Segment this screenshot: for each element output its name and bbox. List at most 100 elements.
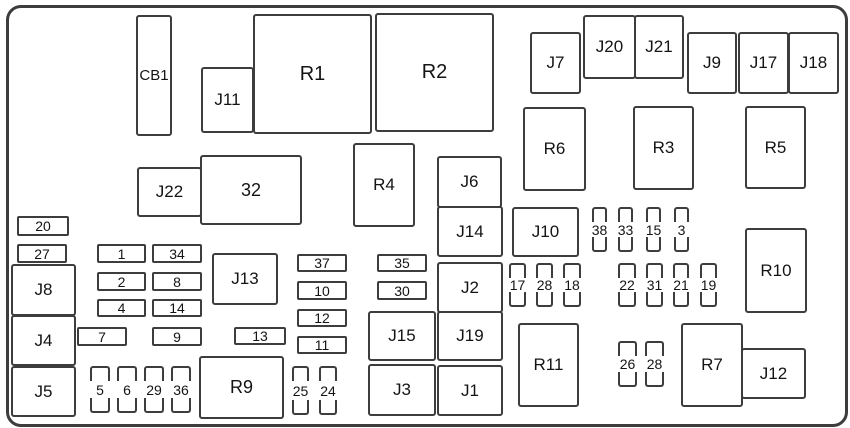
component-label: R9 (229, 377, 253, 397)
fuse-28: 28 (536, 263, 553, 307)
fuse-label: 18 (564, 277, 580, 293)
component-box-J22: J22 (137, 167, 202, 217)
component-label: R6 (543, 139, 566, 158)
component-box-J21: J21 (634, 15, 684, 79)
component-box-J18: J18 (788, 32, 839, 94)
fuse-label: 15 (645, 221, 662, 238)
fuse-label: 22 (619, 277, 635, 293)
fuse-label: 28 (646, 356, 663, 372)
fuse-label: 7 (98, 328, 106, 345)
component-box-CB1: CB1 (136, 15, 172, 136)
fuse-26: 26 (618, 341, 637, 387)
component-box-J17: J17 (738, 32, 789, 94)
fuse-13: 13 (234, 327, 286, 345)
fuse-5: 5 (90, 366, 110, 413)
fuse-14: 14 (152, 299, 202, 317)
fuse-18: 18 (563, 263, 581, 307)
component-label: J12 (759, 363, 788, 383)
component-label: J9 (703, 53, 721, 72)
component-box-R7: R7 (681, 323, 743, 407)
fuse-10: 10 (297, 281, 347, 300)
fuse-2: 2 (97, 272, 146, 291)
fuse-label: 24 (320, 382, 336, 399)
fuse-label: 28 (536, 277, 553, 293)
component-label: J13 (231, 269, 259, 288)
fuse-35: 35 (377, 254, 427, 272)
fuse-label: 8 (173, 273, 181, 290)
component-label: J19 (456, 326, 484, 345)
fuse-label: 13 (252, 328, 268, 344)
component-label: J14 (456, 221, 484, 241)
component-label: R11 (533, 355, 564, 374)
fuse-label: 37 (314, 255, 330, 271)
fuse-label: 30 (394, 282, 410, 299)
fuse-33: 33 (618, 207, 633, 252)
fuse-11: 11 (297, 336, 347, 354)
fuse-label: 36 (173, 381, 189, 398)
fuse-label: 11 (314, 337, 330, 353)
fuse-37: 37 (297, 254, 347, 272)
component-box-J15: J15 (368, 311, 436, 361)
fuse-30: 30 (377, 281, 427, 300)
component-label: 32 (240, 179, 262, 200)
component-box-J8: J8 (11, 264, 76, 316)
component-label: J4 (34, 330, 53, 350)
component-box-J3: J3 (368, 364, 436, 416)
component-label: R7 (701, 355, 723, 374)
component-box-J11: J11 (201, 67, 254, 133)
fuse-22: 22 (618, 263, 636, 307)
component-box-R9: R9 (199, 356, 284, 419)
component-box-J4: J4 (11, 315, 76, 366)
fuse-31: 31 (646, 263, 663, 307)
fuse-label: 1 (117, 245, 126, 262)
component-box-J10: J10 (512, 207, 579, 257)
component-label: J2 (461, 277, 479, 297)
component-box-J7: J7 (530, 32, 581, 94)
fuse-label: 17 (509, 277, 526, 293)
fuse-label: 27 (34, 245, 50, 262)
component-label: CB1 (139, 67, 169, 84)
fuse-label: 38 (591, 221, 608, 238)
component-box-R4: R4 (353, 143, 415, 227)
component-label: J1 (461, 380, 479, 400)
component-label: J5 (34, 381, 53, 401)
fuse-9: 9 (152, 327, 202, 346)
fuse-27: 27 (17, 244, 67, 263)
fuse-34: 34 (152, 244, 202, 263)
fuse-12: 12 (297, 309, 347, 327)
component-label: J8 (34, 280, 53, 299)
fuse-label: 34 (169, 245, 185, 262)
fuse-label: 6 (123, 381, 131, 398)
component-box-J2: J2 (437, 262, 503, 313)
component-label: J15 (388, 326, 416, 345)
component-box-J12: J12 (741, 348, 806, 399)
component-label: J11 (214, 90, 241, 109)
fuse-label: 12 (314, 310, 330, 326)
fuse-7: 7 (77, 327, 127, 346)
fuse-label: 14 (169, 300, 185, 316)
component-label: J17 (749, 53, 778, 72)
fuse-36: 36 (171, 366, 191, 413)
component-box-J13: J13 (212, 253, 278, 305)
component-label: J18 (799, 53, 828, 72)
component-box-R10: R10 (745, 228, 807, 313)
fuse-label: 5 (96, 381, 104, 398)
component-label: R1 (299, 62, 326, 85)
fuse-28: 28 (645, 341, 664, 387)
component-label: J20 (595, 37, 624, 56)
fuse-25: 25 (292, 366, 309, 415)
component-label: J7 (546, 53, 565, 72)
component-label: R3 (652, 138, 675, 157)
component-box-J5: J5 (11, 366, 76, 417)
fuse-label: 21 (673, 277, 689, 293)
fuse-label: 35 (394, 255, 410, 271)
component-label: J22 (155, 182, 184, 201)
fuse-label: 4 (117, 300, 126, 316)
fuse-17: 17 (509, 263, 526, 307)
fuse-38: 38 (592, 207, 607, 252)
component-box-32: 32 (200, 155, 302, 225)
fuse-24: 24 (319, 366, 337, 415)
component-label: J6 (460, 172, 479, 191)
fuse-15: 15 (646, 207, 661, 252)
